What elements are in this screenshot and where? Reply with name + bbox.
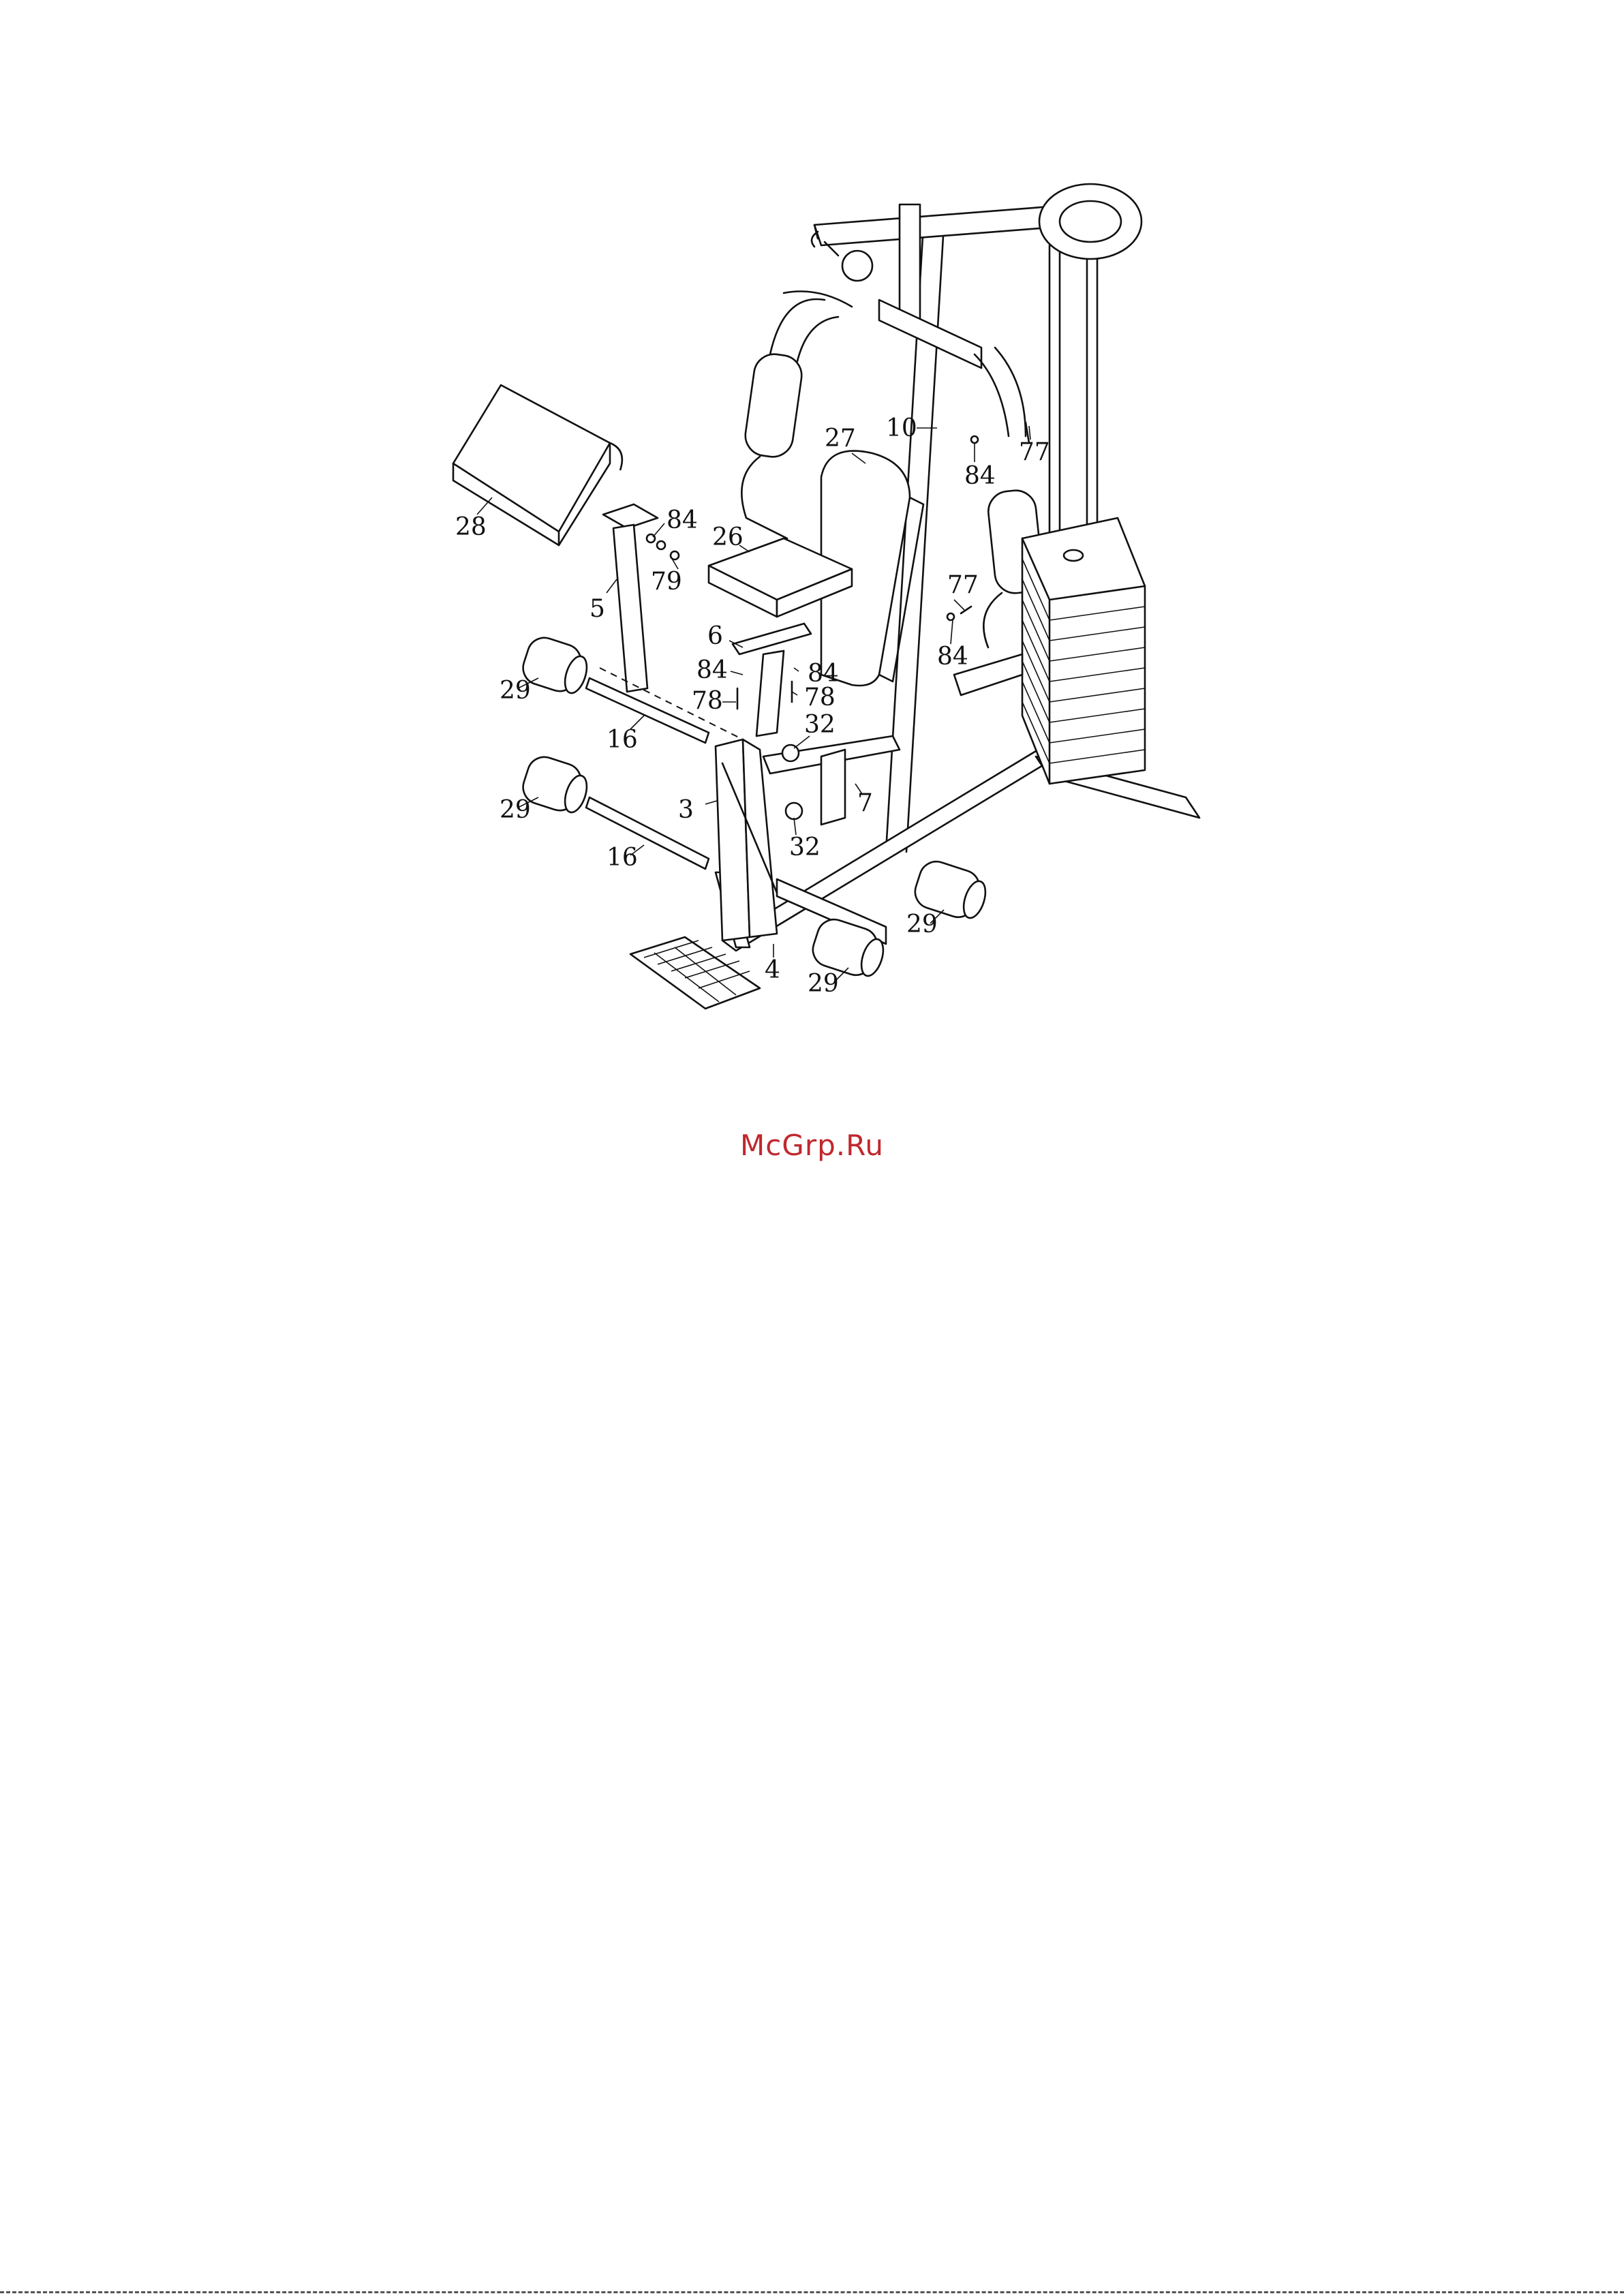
callout-5: 5 bbox=[589, 595, 605, 623]
callout-84: 84 bbox=[667, 506, 698, 534]
watermark-text: McGrp.Ru bbox=[0, 1129, 1624, 1162]
callout-7: 7 bbox=[857, 789, 873, 817]
callout-16: 16 bbox=[607, 726, 638, 754]
callout-29: 29 bbox=[500, 677, 531, 705]
callout-32: 32 bbox=[789, 833, 821, 861]
callout-16: 16 bbox=[607, 844, 638, 872]
home-gym-exploded-diagram: 28 84 79 5 26 27 10 84 77 6 84 84 78 78 … bbox=[0, 0, 1624, 1090]
callout-84: 84 bbox=[964, 462, 996, 490]
callout-10: 10 bbox=[886, 414, 917, 442]
callout-84: 84 bbox=[937, 643, 968, 671]
seat-post bbox=[733, 624, 811, 736]
callout-78: 78 bbox=[804, 684, 836, 711]
callout-6: 6 bbox=[707, 622, 723, 650]
callout-4: 4 bbox=[765, 956, 780, 984]
callout-79: 79 bbox=[651, 568, 682, 596]
callout-29: 29 bbox=[906, 910, 938, 938]
bottom-rule bbox=[0, 2291, 1624, 2293]
callout-32: 32 bbox=[804, 711, 836, 739]
weight-stack bbox=[954, 518, 1145, 784]
callout-27: 27 bbox=[825, 425, 856, 453]
callout-77: 77 bbox=[947, 571, 979, 599]
callout-78: 78 bbox=[692, 687, 723, 715]
callout-28: 28 bbox=[455, 513, 487, 541]
callout-29: 29 bbox=[808, 970, 839, 998]
callout-84: 84 bbox=[696, 656, 728, 684]
callout-26: 26 bbox=[712, 523, 744, 551]
callout-77: 77 bbox=[1019, 438, 1050, 466]
callout-29: 29 bbox=[500, 796, 531, 824]
callout-3: 3 bbox=[678, 796, 694, 824]
